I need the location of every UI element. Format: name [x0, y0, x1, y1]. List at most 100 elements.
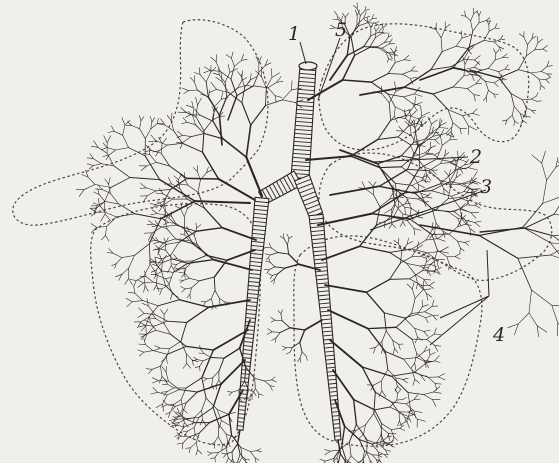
right-upper-branch [463, 116, 469, 126]
right-upper-branch [453, 76, 464, 87]
left-upper-branch [183, 118, 187, 122]
left-lower-branch [151, 392, 158, 394]
left-apical-branch [109, 150, 116, 155]
left-lower-branch [156, 319, 164, 324]
right-upper-branch [375, 22, 379, 24]
right-middle-branch [435, 140, 439, 144]
right-upper-branch [495, 53, 496, 60]
left-lower-branch [193, 255, 206, 261]
left-lower-branch [197, 384, 221, 392]
right-middle-branch [422, 112, 430, 116]
right-lower-branch [435, 356, 440, 361]
left-apical-branch [145, 156, 160, 180]
right-lobar-branch [458, 241, 465, 242]
right-middle-branch [435, 136, 440, 140]
left-lower-branch [197, 360, 203, 361]
left-lower-branch [199, 353, 204, 354]
right-upper-branch [539, 79, 546, 80]
left-apical-branch [101, 214, 105, 221]
left-lower-branch [166, 366, 167, 372]
right-upper-branch [505, 120, 507, 125]
left-lower-branch [208, 453, 212, 455]
right-upper-branch [512, 106, 514, 115]
right-middle-branch [403, 214, 411, 216]
right-lower-branch [425, 316, 431, 318]
left-apical-branch [87, 158, 93, 159]
right-lower-branch [417, 307, 422, 315]
right-upper-branch [495, 28, 499, 29]
right-lower-branch [412, 256, 421, 257]
right-lower-branch [425, 318, 428, 323]
left-lower-branch [168, 177, 171, 184]
right-lower-branch [334, 458, 335, 463]
left-lower-branch [229, 414, 232, 435]
left-upper-branch [204, 120, 212, 131]
right-middle-branch [407, 115, 418, 119]
left-apical-branch [144, 276, 145, 285]
left-upper-branch [215, 99, 222, 106]
right-upper-branch [364, 20, 368, 22]
right-upper-branch [467, 84, 475, 89]
left-upper-branch [251, 106, 266, 126]
right-middle-branch [427, 176, 431, 181]
right-lower-branch [328, 310, 368, 329]
left-lower-branch [174, 400, 181, 405]
left-apical-branch [140, 116, 142, 121]
left-lower-branch [218, 425, 219, 437]
right-lower-branch [368, 327, 396, 328]
left-lower-branch [195, 366, 199, 367]
left-lower-branch [201, 349, 204, 353]
left-lower-branch [184, 209, 187, 217]
left-apical-branch [140, 121, 141, 129]
right-lower-branch [278, 311, 281, 314]
left-lower-branch [149, 220, 154, 224]
left-lower-branch [155, 314, 168, 321]
right-upper-branch [535, 43, 538, 50]
left-lower-branch [176, 223, 185, 229]
right-lower-branch [408, 393, 424, 395]
left-upper-branch [221, 92, 222, 99]
left-upper-branch [196, 97, 198, 105]
left-lower-branch [265, 380, 272, 381]
left-lower-branch [199, 407, 213, 417]
left-upper-branch [223, 139, 246, 157]
right-upper-branch [370, 38, 376, 48]
right-lower-branch [415, 290, 423, 299]
right-upper-branch [371, 32, 379, 36]
right-lobar-branch [537, 326, 547, 332]
leader-line-3 [370, 190, 486, 230]
right-lower-branch [433, 316, 437, 321]
right-upper-lobe-outline [319, 24, 529, 150]
left-lower-branch [149, 318, 155, 319]
left-upper-branch [182, 88, 188, 91]
left-apical-branch [123, 135, 129, 147]
left-lower-branch [215, 290, 220, 298]
left-lower-branch [196, 443, 198, 450]
right-lower-branch [270, 262, 275, 267]
right-upper-branch [511, 94, 514, 107]
right-upper-branch [404, 70, 431, 88]
right-lower-branch [415, 379, 420, 383]
right-upper-branch [355, 10, 357, 16]
right-lower-branch [424, 395, 433, 400]
left-upper-branch [171, 113, 172, 121]
left-lower-branch [174, 254, 177, 258]
left-upper-branch [150, 204, 156, 205]
right-upper-branch [441, 38, 442, 52]
right-lobar-branch [434, 261, 436, 268]
left-upper-branch [213, 73, 219, 75]
left-lower-branch [265, 381, 270, 386]
right-lower-branch [374, 381, 382, 385]
left-lower-branch [187, 205, 192, 209]
left-lower-branch [180, 234, 185, 235]
left-lower-branch [170, 341, 181, 348]
right-lobar-branch [465, 242, 469, 245]
left-apical-branch [144, 264, 150, 276]
left-lower-branch [164, 309, 168, 314]
left-apical-branch [105, 214, 110, 221]
left-apical-branch [116, 258, 122, 264]
left-lower-branch [197, 225, 201, 229]
right-upper-branch [375, 31, 376, 38]
left-apical-branch [76, 189, 84, 190]
right-lower-branch [425, 306, 432, 312]
